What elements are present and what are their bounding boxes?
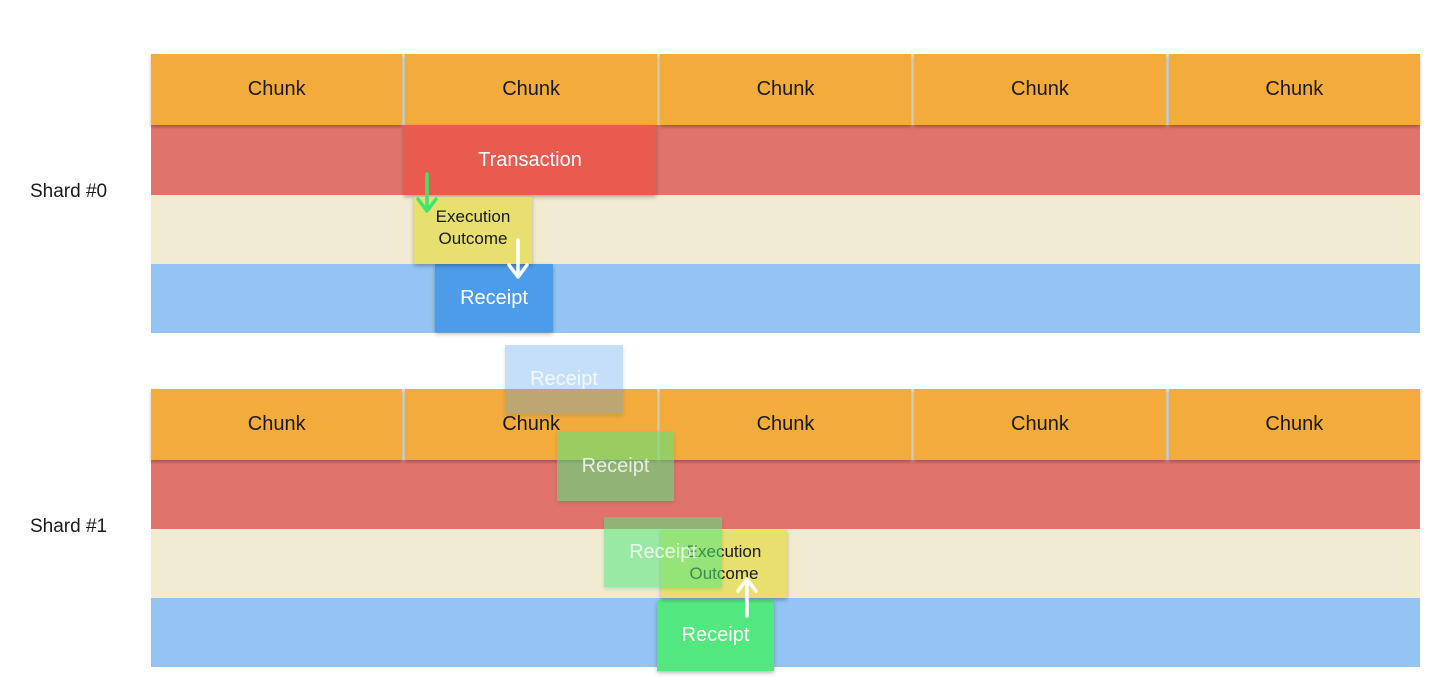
chunk-cell: Chunk: [914, 54, 1166, 125]
execution-outcome-box: Execution Outcome: [414, 197, 532, 264]
chunk-label: Chunk: [1011, 413, 1069, 435]
chunk-cell: Chunk: [914, 389, 1166, 460]
chunk-label: Chunk: [502, 413, 561, 435]
receipt-transfer-box: Receipt: [505, 345, 623, 414]
chunk-cell: Chunk: [1168, 389, 1421, 460]
chunk-label: Chunk: [1265, 78, 1324, 100]
receipt-box-blue: Receipt: [435, 264, 553, 332]
chunk-label: Chunk: [247, 78, 306, 100]
execution-outcome-label-line2: Outcome: [438, 229, 508, 248]
receipt-label: Receipt: [629, 540, 697, 563]
receipt-hop2-box: Receipt: [604, 517, 722, 587]
shard0-receipt-lane: [151, 264, 1420, 333]
transaction-label: Transaction: [478, 148, 582, 171]
receipt-label: Receipt: [460, 286, 528, 309]
chunk-cell: Chunk: [151, 389, 403, 460]
chunk-label: Chunk: [1265, 413, 1324, 435]
shard0-transaction-lane: [151, 125, 1420, 195]
shard0-chunk-row: Chunk Chunk Chunk Chunk Chunk: [151, 54, 1421, 125]
receipt-label: Receipt: [681, 624, 750, 646]
chunk-cell: Chunk: [1168, 54, 1421, 125]
chunk-label: Chunk: [502, 78, 561, 100]
chunk-cell: Chunk: [659, 54, 912, 125]
receipt-label: Receipt: [581, 454, 650, 477]
shard0-label: Shard #0: [30, 181, 108, 202]
execution-outcome-label-line1: Execution: [435, 207, 511, 226]
chunk-label: Chunk: [1011, 78, 1069, 100]
shard1-transaction-lane: [151, 460, 1420, 529]
receipt-box-green: Receipt: [657, 600, 774, 671]
shard1-receipt-lane: [151, 598, 1420, 667]
receipt-label: Receipt: [530, 368, 598, 390]
receipt-hop1-box: Receipt: [557, 431, 674, 501]
shard0-outcome-lane: [151, 195, 1420, 264]
chunk-label: Chunk: [756, 413, 815, 435]
shard1-chunk-row: Chunk Chunk Chunk Chunk Chunk: [151, 389, 1421, 460]
chunk-label: Chunk: [756, 78, 815, 100]
chunk-cell: Chunk: [659, 389, 912, 460]
shard1-label: Shard #1: [30, 516, 108, 537]
chunk-label: Chunk: [247, 413, 306, 435]
transaction-box: Transaction: [404, 125, 656, 195]
chunk-cell: Chunk: [405, 54, 657, 125]
chunk-cell: Chunk: [151, 54, 403, 125]
